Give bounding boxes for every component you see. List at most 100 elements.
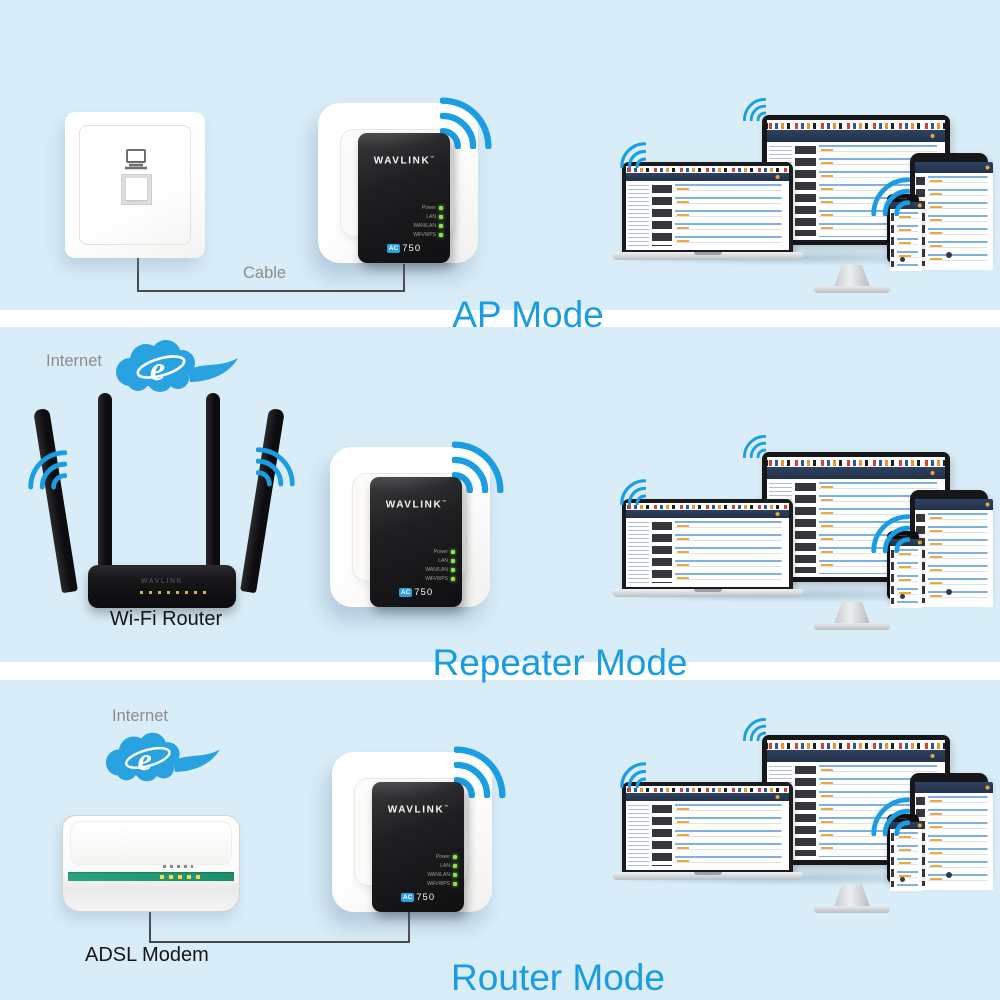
modem-front-stripe	[68, 872, 234, 881]
monitor-stand	[834, 885, 870, 907]
monitor-base	[814, 623, 890, 630]
adsl-modem	[62, 815, 240, 912]
ethernet-cable-segment	[149, 941, 410, 943]
router-mode-title: Router Mode	[451, 957, 665, 998]
monitor-base	[814, 286, 890, 293]
laptop	[612, 782, 803, 880]
phone-speaker	[899, 534, 907, 536]
internet-cloud-group: Internet e	[40, 336, 250, 400]
router-antenna	[98, 393, 112, 590]
laptop	[612, 499, 803, 597]
wifi-signal-icon	[439, 97, 492, 150]
wifi-signal-icon	[871, 514, 911, 554]
wifi-extender-device: WAVLINK™ Power LAN WAN/LAN WiFi/WPS AC 7…	[370, 477, 462, 607]
led-label: WiFi/WPS	[413, 231, 436, 238]
extender-model-badge: AC 750	[370, 587, 462, 598]
tablet	[910, 490, 993, 607]
power-led	[451, 549, 455, 554]
wifi-extender-device: WAVLINK™ Power LAN WAN/LAN WiFi/WPS AC 7…	[372, 782, 464, 912]
wifi-signal-icon	[741, 433, 767, 459]
tablet	[910, 773, 993, 890]
wifi-signal-icon	[742, 434, 767, 459]
wan-lan-led	[451, 567, 455, 572]
wifi-signal-icon	[741, 96, 767, 122]
wifi-signal-icon	[871, 797, 911, 837]
router-led-row	[140, 591, 206, 594]
modem-led-row	[160, 874, 204, 879]
led-label: LAN	[426, 213, 436, 220]
led-label: WAN/LAN	[425, 566, 448, 573]
router-antenna	[33, 408, 78, 594]
extender-model-badge: AC 750	[358, 243, 450, 254]
home-button	[900, 593, 905, 599]
wifi-signal-icon	[620, 479, 647, 506]
laptop-base	[612, 589, 803, 597]
tablet	[910, 153, 993, 270]
wifi-signal-icon	[255, 435, 298, 495]
ethernet-cable-segment	[408, 908, 410, 943]
led-label: LAN	[440, 862, 450, 869]
model-prefix: AC	[398, 588, 413, 597]
home-button	[900, 256, 905, 262]
home-button	[946, 252, 952, 258]
extender-brand-logo: WAVLINK™	[385, 499, 447, 511]
wifi-signal-icon	[868, 174, 911, 217]
extender-brand-logo: WAVLINK™	[373, 155, 435, 167]
ethernet-cable-segment	[137, 290, 405, 292]
extender-brand-logo: WAVLINK™	[387, 804, 449, 816]
model-prefix: AC	[386, 244, 401, 253]
home-button	[900, 876, 905, 882]
smartphone	[887, 531, 922, 608]
wifi-signal-icon	[620, 142, 647, 169]
adsl-modem-label: ADSL Modem	[85, 944, 209, 966]
wifi-signal-icon	[871, 177, 911, 217]
wan-lan-led	[439, 223, 443, 228]
wifi-signal-icon	[255, 447, 295, 487]
wifi-signal-icon	[451, 437, 508, 494]
wifi-signal-icon	[742, 97, 767, 122]
led-label: LAN	[438, 557, 448, 564]
wifi-extender-unit: WAVLINK™ Power LAN WAN/LAN WiFi/WPS AC 7…	[318, 95, 503, 277]
lan-led	[451, 558, 455, 563]
ethernet-cable-segment	[149, 905, 151, 943]
led-label: WiFi/WPS	[425, 575, 448, 582]
wifi-signal-icon	[28, 450, 68, 490]
wifi-signal-icon	[741, 716, 767, 742]
wifi-extender-device: WAVLINK™ Power LAN WAN/LAN WiFi/WPS AC 7…	[358, 133, 450, 263]
model-number: 750	[414, 587, 434, 598]
internet-explorer-icon: e	[136, 351, 186, 388]
internet-cloud-icon: e	[105, 732, 220, 782]
wifi-signal-icon	[25, 437, 68, 499]
ethernet-cable-segment	[403, 264, 405, 292]
connected-devices-cluster	[600, 90, 1000, 293]
wifi-wps-led	[453, 881, 457, 886]
ap-mode-title: AP Mode	[452, 294, 604, 335]
wan-lan-led	[453, 872, 457, 877]
power-led	[453, 854, 457, 859]
laptop	[612, 162, 803, 260]
lan-led	[453, 863, 457, 868]
model-prefix: AC	[400, 893, 415, 902]
internet-cloud-group: Internet e	[88, 703, 238, 787]
repeater-mode-title: Repeater Mode	[432, 642, 688, 683]
model-number: 750	[416, 892, 436, 903]
led-label: Power	[433, 548, 448, 555]
wifi-wps-led	[439, 232, 443, 237]
laptop-screen	[622, 499, 793, 591]
laptop-base	[612, 252, 803, 260]
internet-cloud: e	[106, 336, 242, 396]
led-label: Power	[421, 204, 436, 211]
extender-led-panel: Power LAN WAN/LAN WiFi/WPS	[427, 852, 457, 888]
power-led	[439, 205, 443, 210]
monitor-stand	[834, 602, 870, 624]
phone-speaker	[899, 817, 907, 819]
extender-led-panel: Power LAN WAN/LAN WiFi/WPS	[413, 203, 443, 239]
wifi-router-device: WAVLINK	[20, 385, 310, 630]
svg-text:e: e	[138, 742, 152, 777]
wifi-signal-icon	[868, 511, 911, 554]
monitor-base	[814, 906, 890, 913]
phone-speaker	[899, 197, 907, 199]
laptop-screen	[622, 162, 793, 254]
modem-vents	[163, 865, 193, 868]
